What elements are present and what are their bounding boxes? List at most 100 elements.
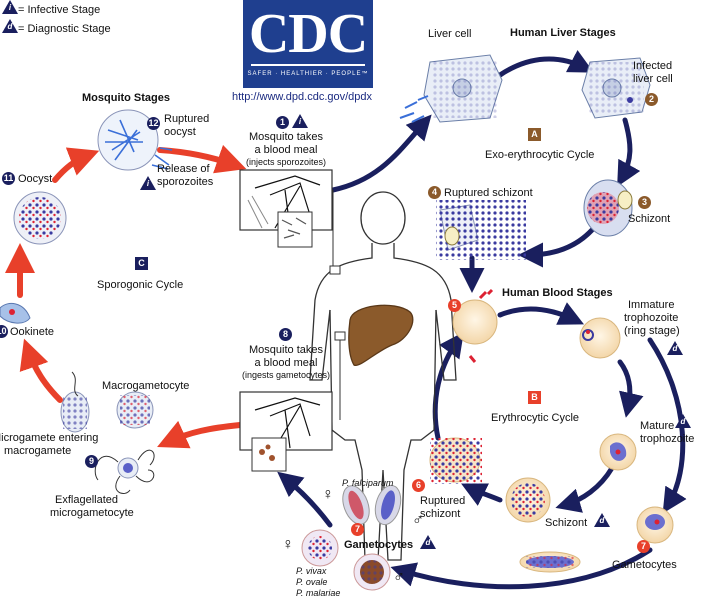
ruptured-blood-label-1: Ruptured <box>420 495 466 507</box>
step-1-text-1: Mosquito takes <box>249 131 323 143</box>
ruptured-oocyst-graphic <box>97 109 173 171</box>
arrow-ring-to-mature <box>617 359 644 418</box>
cycle-c-marker: C <box>135 257 148 270</box>
step-3-badge: 3 <box>638 196 651 209</box>
male-symbol-top: ♂ <box>412 512 424 529</box>
liver-cell <box>399 54 503 123</box>
ruptured-blood-schizont <box>429 437 482 484</box>
exflag-label-2: microgametocyte <box>50 507 134 519</box>
release-infective-icon: i <box>140 176 156 190</box>
arrow-gametocyte-to-mosquito <box>277 471 333 528</box>
male-symbol-bottom: ♂ <box>393 569 405 586</box>
step-8-badge: 8 <box>279 328 292 341</box>
mature-label-1: Mature <box>640 420 675 432</box>
cycle-b-label: Erythrocytic Cycle <box>491 412 580 424</box>
cdc-logo: CDC SAFER · HEALTHIER · PEOPLE™ <box>243 0 373 88</box>
legend-infective-label: = Infective Stage <box>18 4 101 16</box>
gametocytes-right-label: Gametocytes <box>612 559 677 571</box>
schizont-diagnostic-icon: d <box>594 513 610 527</box>
female-symbol-top: ♀ <box>322 486 334 503</box>
cdc-url-link[interactable]: http://www.dpd.cdc.gov/dpdx <box>232 91 373 103</box>
liver-ruptured-schizont <box>436 200 526 260</box>
liver-schizont-label: Schizont <box>628 213 671 225</box>
mosquito-cycle-arrows <box>4 144 247 449</box>
step-1-text-2: a blood meal <box>254 144 318 156</box>
cycle-a-label: Exo-erythrocytic Cycle <box>485 149 595 161</box>
mosquito-box-top <box>239 169 333 248</box>
exflag-label-1: Exflagellated <box>55 494 118 506</box>
arrow-bloodmeal-to-liver <box>330 114 432 193</box>
microgamete-label-1: Microgamete entering <box>0 432 99 444</box>
arrow-oocyst-to-ruptured <box>52 147 100 183</box>
p-vivax-label: P. vivax <box>296 566 327 576</box>
step-11-badge: 11 <box>2 172 15 185</box>
step-12-badge: 12 <box>147 117 160 130</box>
step-7-badge-right: 7 <box>637 540 650 553</box>
step-8-text-3: (ingests gametocytes) <box>241 370 331 380</box>
step-4-badge: 4 <box>428 186 441 199</box>
cdc-logo-text: CDC <box>248 3 368 65</box>
step-9-badge: 9 <box>85 455 98 468</box>
p-malariae-label: P. malariae <box>296 588 341 598</box>
p-ovale-label: P. ovale <box>296 577 328 587</box>
gametocyte-crescent <box>519 551 581 573</box>
legend-diagnostic-label: = Diagnostic Stage <box>18 23 111 35</box>
step-7-badge-center: 7 <box>351 523 364 536</box>
step-8-text-2: a blood meal <box>254 357 318 369</box>
immature-label-2: trophozoite <box>624 312 679 324</box>
blood-stages-title: Human Blood Stages <box>502 287 613 299</box>
blood-schizont-label: Schizont <box>545 517 588 529</box>
p-falciparum-label: P. falciparum <box>342 478 394 488</box>
immature-label-3: (ring stage) <box>624 325 680 337</box>
liver-cell-label: Liver cell <box>428 28 472 40</box>
infected-liver-cell <box>581 57 651 119</box>
step-5-badge: 5 <box>448 299 461 312</box>
step-6-badge: 6 <box>412 479 425 492</box>
arrow-rbc-to-ring <box>497 302 585 325</box>
cycle-a-marker: A <box>528 128 541 141</box>
arrow-big-loop-bottom <box>390 547 653 590</box>
immature-label-1: Immature <box>628 299 675 311</box>
skin-sample-arm <box>329 265 341 275</box>
skin-sample-arm-2 <box>334 331 346 341</box>
female-symbol-bottom: ♀ <box>282 536 294 553</box>
ring-stage-rbc <box>579 317 621 359</box>
oocyst-label: Oocyst <box>18 173 53 185</box>
infected-liver-label-1: Infected <box>633 60 673 72</box>
step-1-text-3: (injects sporozoites) <box>245 157 327 167</box>
arrow-mature-to-schizont <box>555 465 615 513</box>
legend-diagnostic-icon: d <box>2 19 18 33</box>
mature-diagnostic-icon: d <box>675 414 691 428</box>
human-figure <box>309 191 457 561</box>
microgamete-graphic <box>60 371 90 433</box>
liver-schizont <box>583 179 633 237</box>
ruptured-oocyst-label-2: oocyst <box>164 126 196 138</box>
red-blood-cell-merozoite <box>452 299 498 345</box>
cdc-logo-tagline: SAFER · HEALTHIER · PEOPLE™ <box>247 71 369 77</box>
cycle-c-label: Sporogonic Cycle <box>97 279 184 291</box>
liver-stages-title: Human Liver Stages <box>510 27 616 39</box>
exflagellated-graphic <box>94 449 155 494</box>
ookinete-label: Ookinete <box>10 326 55 338</box>
gametocyte-rbc-right <box>636 506 674 544</box>
step-10-badge: 10 <box>0 325 8 338</box>
step-1-badge: 1 <box>276 116 289 129</box>
gametocytes-diagnostic-icon: d <box>420 535 436 549</box>
macrogametocyte-graphic <box>116 391 154 429</box>
vivax-gametocytes <box>301 529 391 591</box>
ruptured-blood-label-2: schizont <box>420 508 461 520</box>
mosquito-stages-title: Mosquito Stages <box>82 92 171 104</box>
mature-label-2: trophozoite <box>640 433 695 445</box>
step-1-infective-icon: i <box>292 114 308 128</box>
step-2-badge: 2 <box>645 93 658 106</box>
step-8-text-1: Mosquito takes <box>249 344 323 356</box>
oocyst-graphic <box>13 191 67 245</box>
arrow-mosquito-to-gamete <box>157 420 243 449</box>
arrow-gamete-to-ookinete <box>19 338 63 403</box>
ring-diagnostic-icon: d <box>667 341 683 355</box>
release-label-2: sporozoites <box>157 176 214 188</box>
cycle-b-marker: B <box>528 391 541 404</box>
arrow-liver-to-infected <box>497 49 594 78</box>
